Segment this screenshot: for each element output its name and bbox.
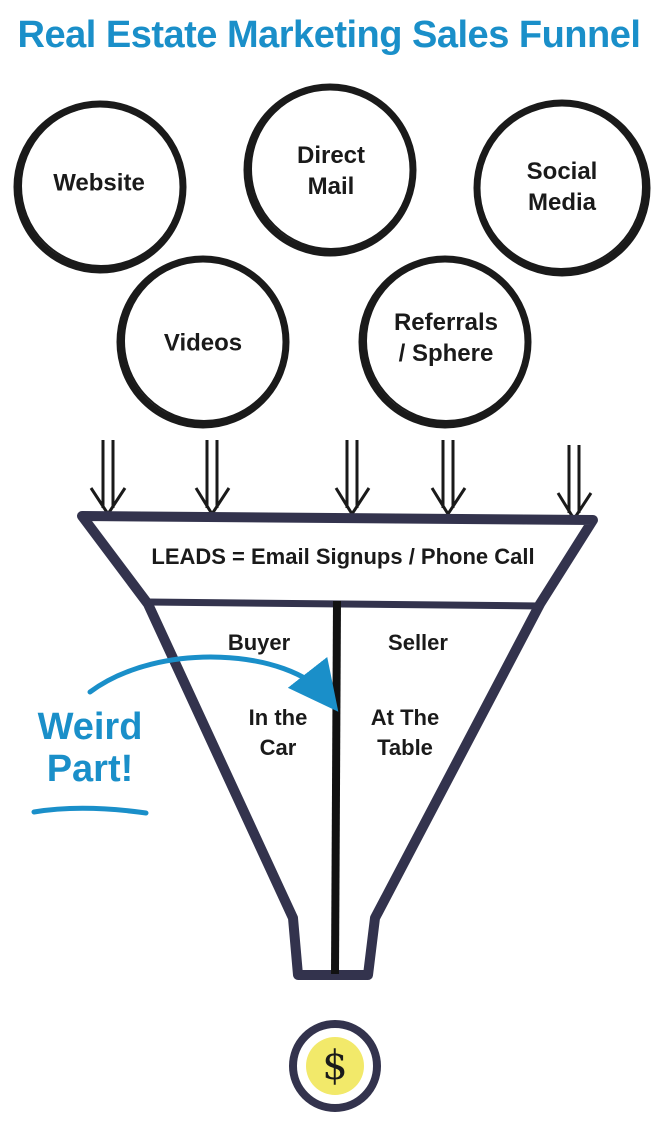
source-circle-videos (116, 255, 290, 429)
source-circle-direct-mail (243, 83, 417, 257)
down-arrow-icon (556, 445, 593, 522)
source-circle-social-media (473, 99, 651, 277)
buyer-header: Buyer (227, 630, 291, 655)
page-title: Real Estate Marketing Sales Funnel (17, 14, 641, 56)
funnel-divider-line (147, 598, 541, 610)
source-label-social-media: Social Media (526, 158, 598, 216)
funnel-outline (77, 511, 598, 980)
weird-part-callout: Weird Part! (37, 706, 143, 790)
source-label-referrals: Referrals / Sphere (393, 309, 499, 367)
down-arrow-icon (89, 440, 127, 517)
source-circle-referrals (358, 255, 532, 429)
down-arrow-icon (430, 440, 467, 517)
funnel-center-line (331, 600, 341, 975)
source-label-direct-mail: Direct Mail (296, 142, 366, 200)
down-arrow-icon (334, 440, 371, 517)
down-arrow-icon (194, 440, 231, 517)
seller-meeting-place: At The Table (370, 705, 440, 760)
seller-header: Seller (388, 630, 448, 655)
source-label-videos: Videos (163, 329, 243, 357)
leads-label: LEADS = Email Signups / Phone Call (151, 544, 535, 569)
callout-underline (31, 805, 149, 816)
buyer-meeting-place: In the Car (248, 705, 308, 760)
source-circle-website (13, 100, 187, 274)
source-label-website: Website (53, 169, 145, 197)
callout-arrow (87, 654, 339, 712)
dollar-coin-icon (289, 1020, 381, 1112)
dollar-sign-icon: $ (322, 1043, 348, 1089)
